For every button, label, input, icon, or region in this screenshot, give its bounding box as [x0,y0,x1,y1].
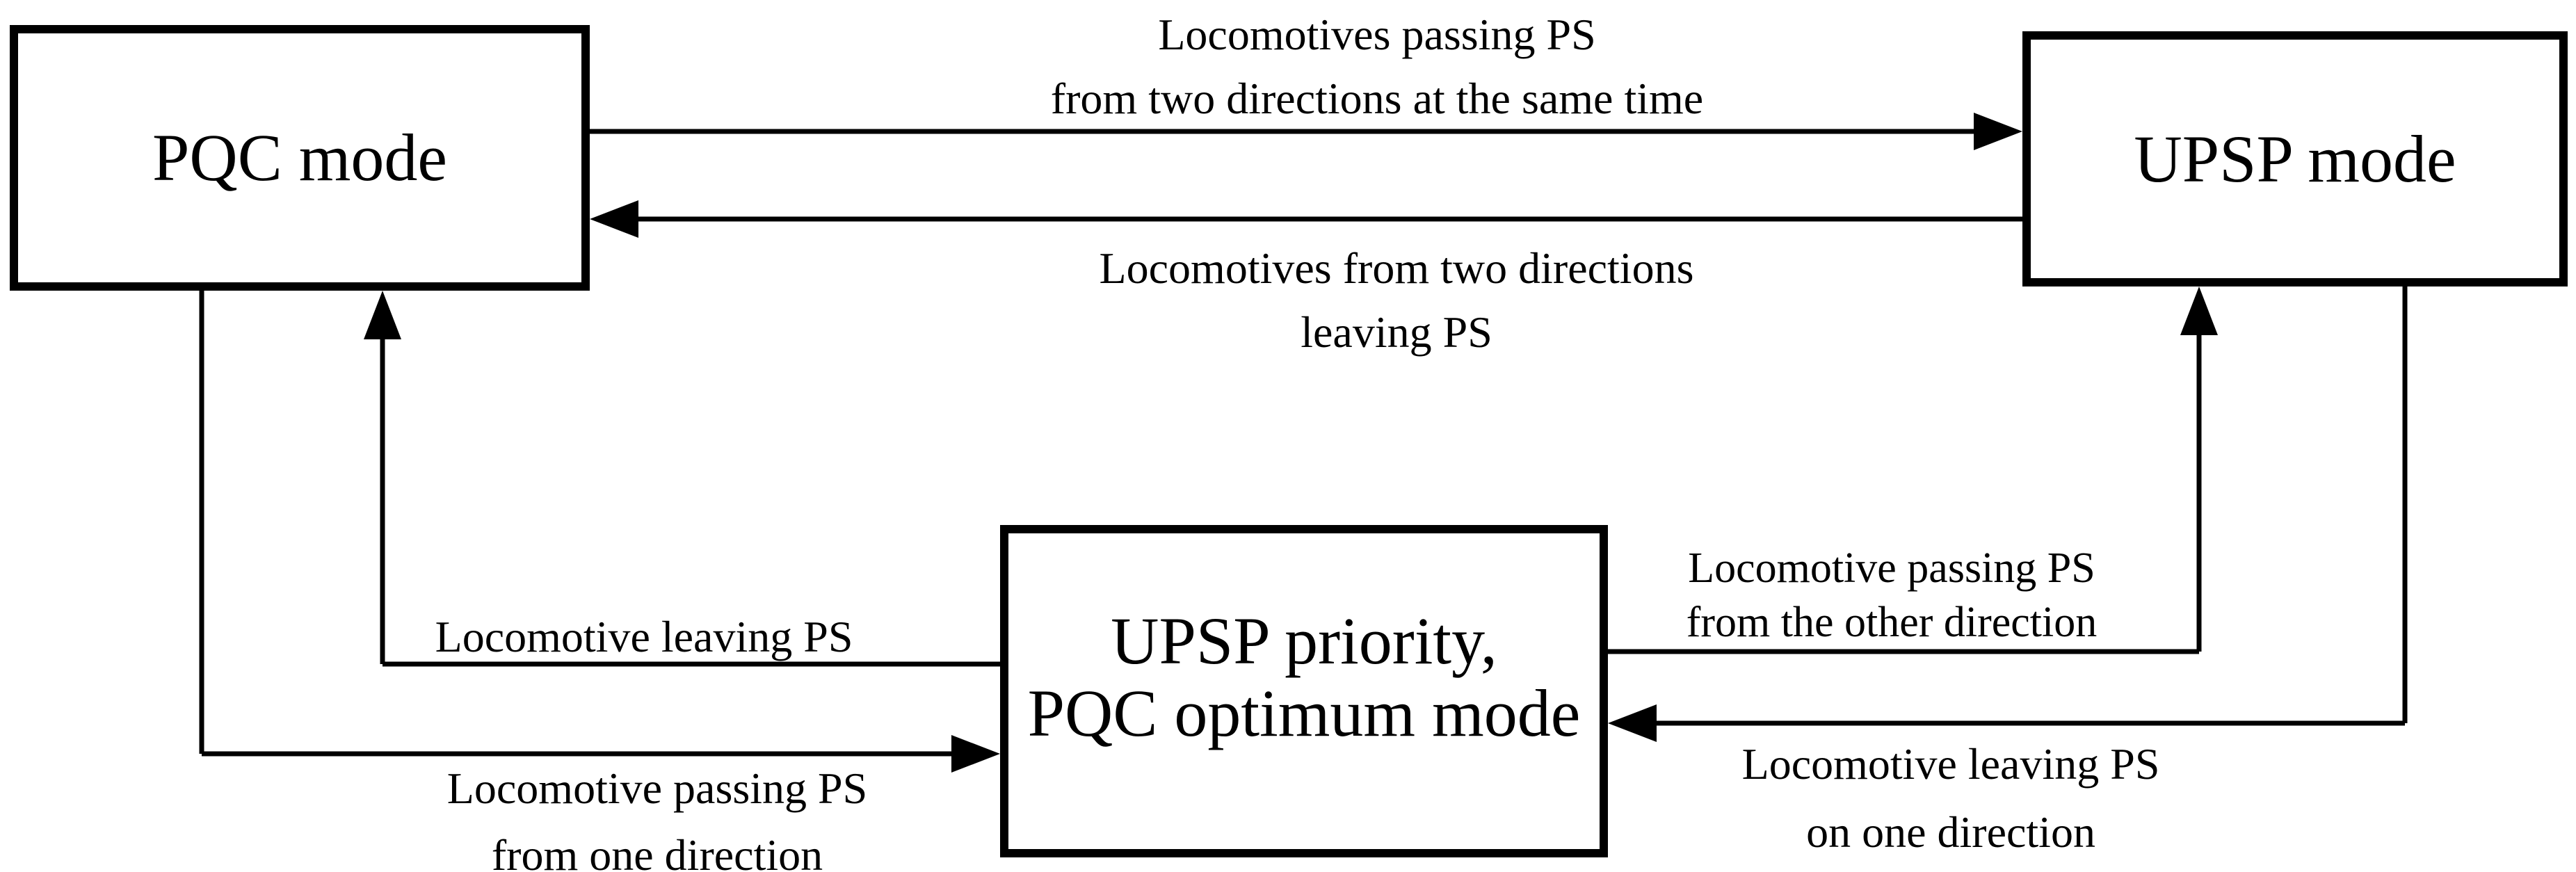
edge-label-upsp-to-pqc-line2: leaving PS [1301,307,1492,357]
edge-label-pqc-to-upsp-line1: Locomotives passing PS [1158,10,1596,59]
edge-label-pqc-to-upsp: Locomotives passing PS from two directio… [1051,3,1703,131]
state-label-pqc: PQC mode [152,120,448,195]
edge-label-upsp-to-hybrid-line1: Locomotive leaving PS [1741,739,2160,789]
edge-label-pqc-to-hybrid-line1: Locomotive passing PS [446,764,868,813]
edge-label-hybrid-to-pqc: Locomotive leaving PS [435,605,853,669]
arrowhead-into-pqc-right [590,200,638,238]
state-label-hybrid-line1: UPSP priority, [1111,604,1497,678]
arrowhead-into-hybrid-right [1608,704,1657,742]
edge-label-pqc-to-upsp-line2: from two directions at the same time [1050,74,1704,123]
arrowhead-into-upsp-left [1974,113,2022,150]
state-box-upsp-mode: UPSP mode [2022,31,2568,286]
state-label-hybrid-line2: PQC optimum mode [1027,676,1581,750]
edge-label-pqc-to-hybrid: Locomotive passing PS from one direction [447,755,867,872]
edge-label-hybrid-to-pqc-line1: Locomotive leaving PS [435,612,853,661]
edge-label-hybrid-to-upsp-line1: Locomotive passing PS [1688,544,2095,592]
arrowhead-into-upsp-bottom [2180,286,2218,335]
state-box-pqc-mode: PQC mode [10,25,590,291]
edge-label-hybrid-to-upsp: Locomotive passing PS from the other dir… [1687,541,2098,649]
edge-label-upsp-to-hybrid-line2: on one direction [1806,807,2095,857]
arrowhead-into-pqc-bottom [364,291,401,339]
edge-label-upsp-to-pqc: Locomotives from two directions leaving … [1100,236,1694,364]
arrowhead-into-hybrid-left [951,735,1000,773]
state-box-upsp-priority-pqc-optimum: UPSP priority, PQC optimum mode [1000,525,1608,857]
edge-label-hybrid-to-upsp-line2: from the other direction [1686,599,2098,646]
state-label-hybrid: UPSP priority, PQC optimum mode [1028,605,1581,750]
edge-label-upsp-to-hybrid: Locomotive leaving PS on one direction [1742,730,2160,866]
edge-label-upsp-to-pqc-line1: Locomotives from two directions [1099,243,1694,293]
edge-label-pqc-to-hybrid-line2: from one direction [491,830,823,872]
state-label-upsp: UPSP mode [2134,121,2456,196]
